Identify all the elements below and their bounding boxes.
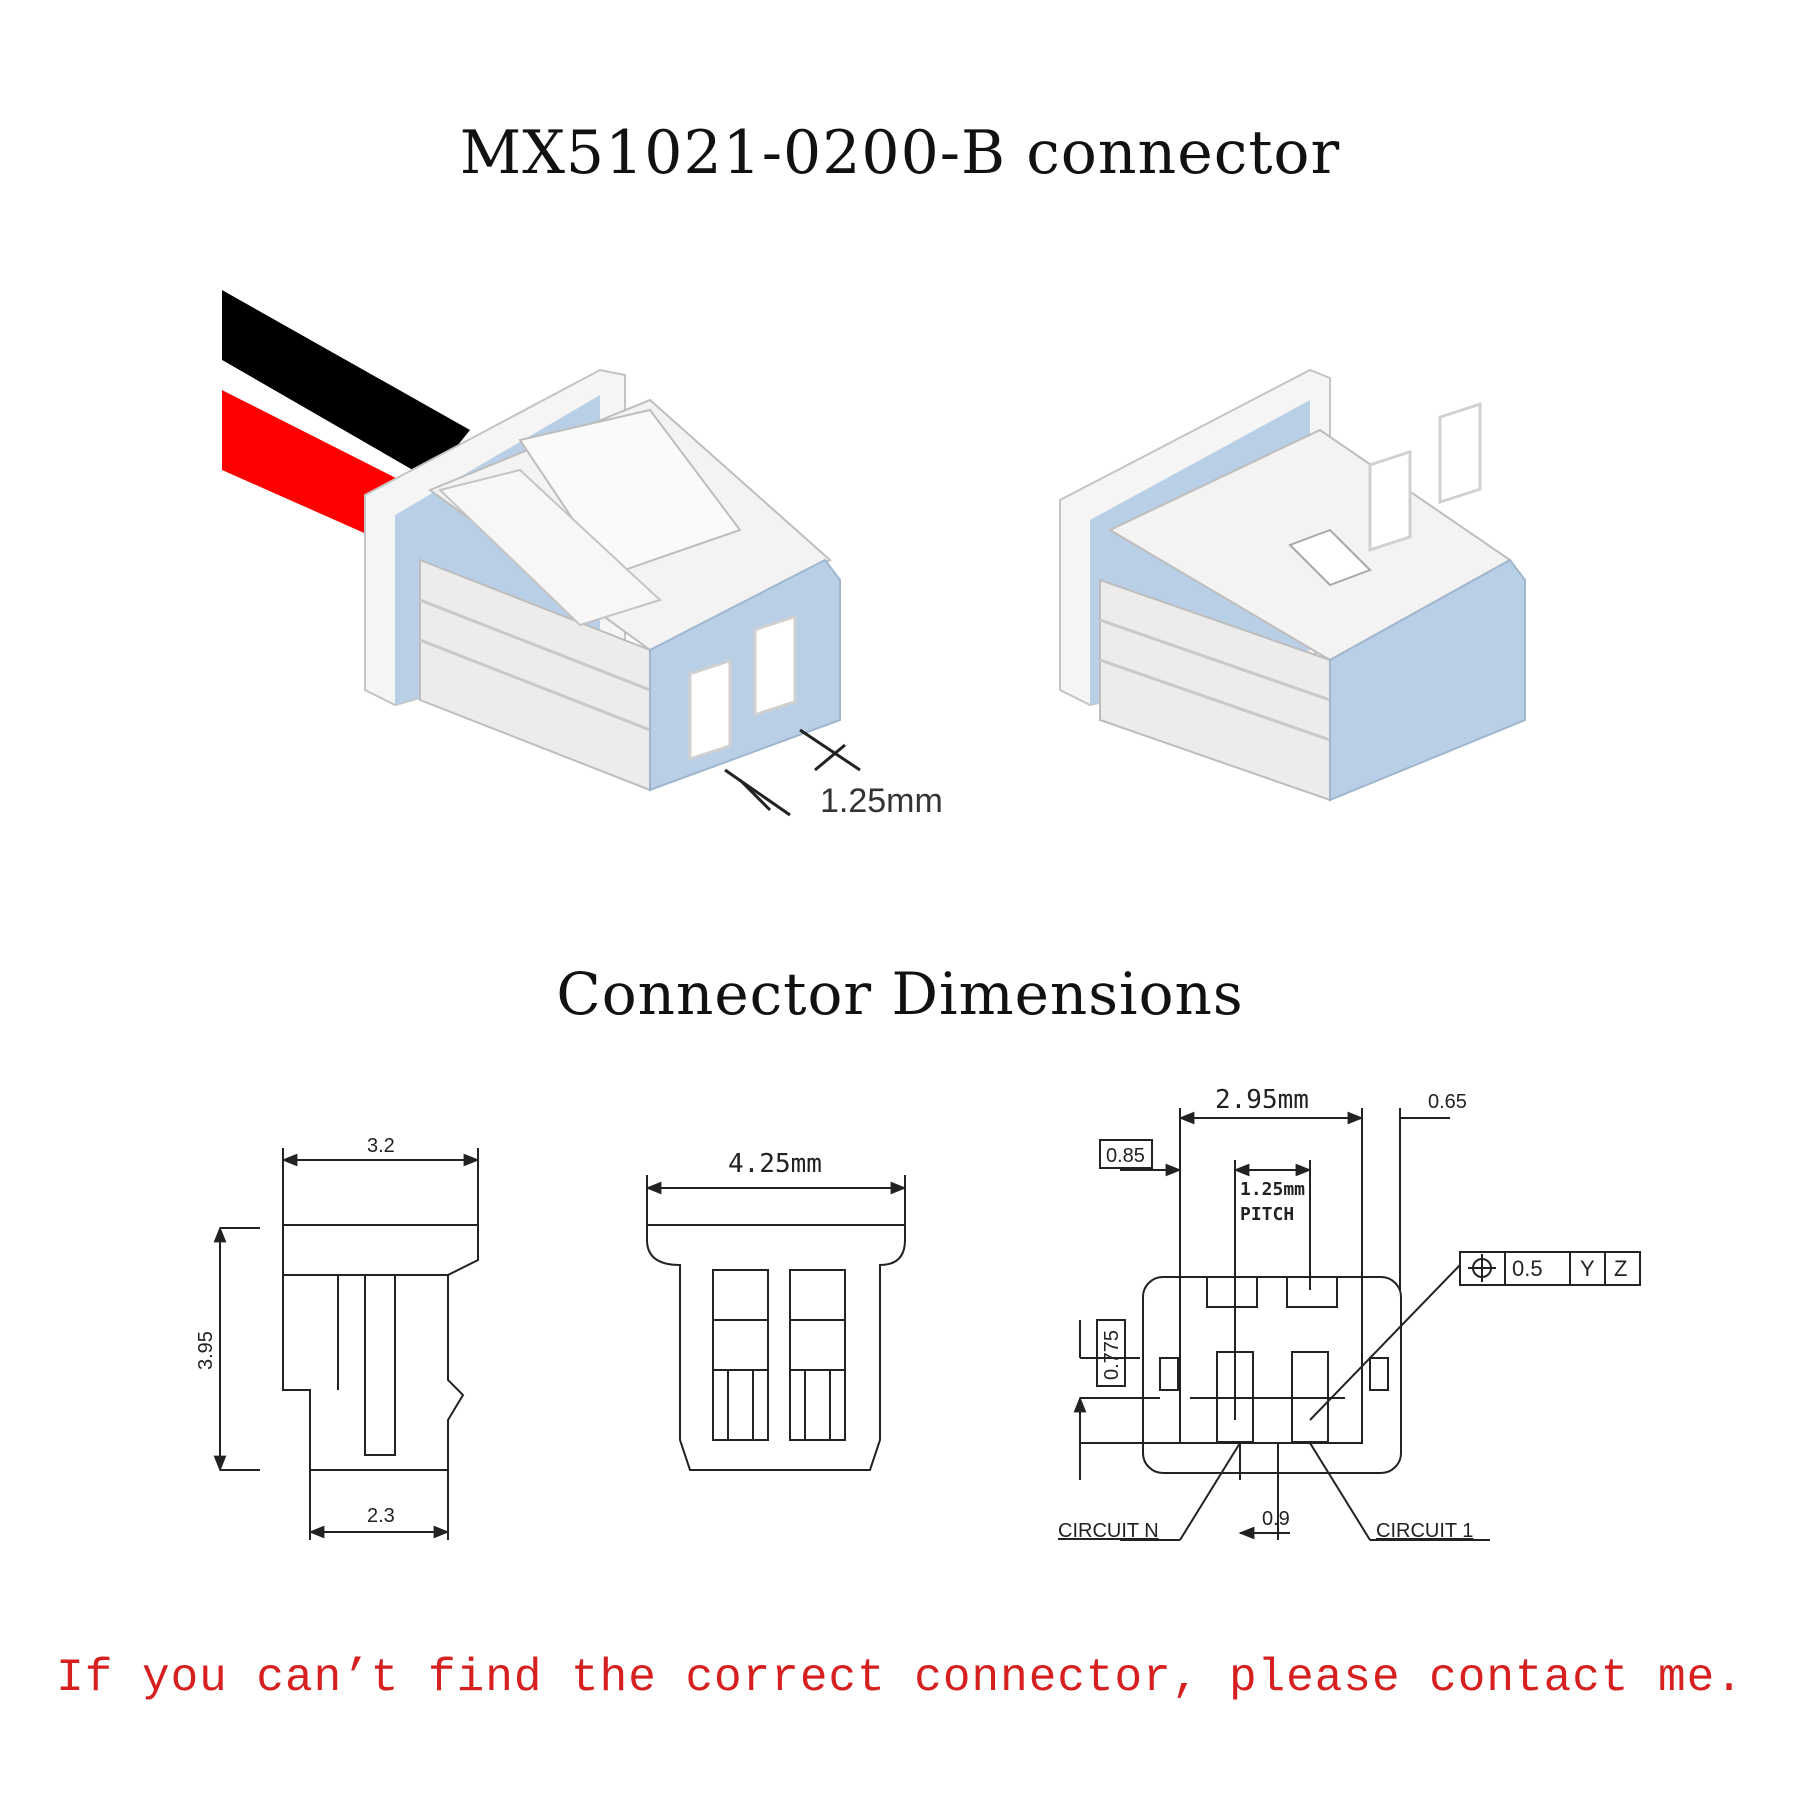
connector-illustration-right [1059, 368, 1526, 802]
page-title: MX51021-0200-B connector [459, 118, 1341, 188]
pitch-value: 1.25mm [1240, 1179, 1305, 1200]
circuit-n-label: CIRCUIT N [1058, 1520, 1159, 1542]
top-width: 2.95mm [1215, 1085, 1309, 1115]
section-title: Connector Dimensions [556, 960, 1244, 1028]
pitch-label: 1.25mm [820, 782, 943, 820]
contact-note: If you can’t find the correct connector,… [56, 1652, 1744, 1704]
black-wire [222, 290, 470, 480]
connector-illustration-left: 1.25mm [222, 290, 943, 820]
front-width: 4.25mm [728, 1149, 822, 1179]
datum-z: Z [1614, 1256, 1627, 1281]
front-view-drawing [645, 1175, 907, 1471]
top-offset-right: 0.65 [1428, 1091, 1467, 1113]
side-height: 3.95 [195, 1331, 217, 1370]
tolerance-value: 0.5 [1512, 1256, 1543, 1281]
bottom-gap: 0.9 [1262, 1508, 1290, 1530]
top-view-drawing [1073, 1108, 1641, 1541]
red-wire [222, 390, 400, 540]
circuit-1-label: CIRCUIT 1 [1376, 1520, 1473, 1542]
side-width-bottom: 2.3 [367, 1505, 395, 1527]
pitch-word: PITCH [1240, 1204, 1294, 1225]
datum-y: Y [1580, 1256, 1595, 1281]
top-offset-left: 0.85 [1106, 1145, 1145, 1167]
side-view-drawing [213, 1148, 480, 1540]
side-width-top: 3.2 [367, 1135, 395, 1157]
height-offset: 0.775 [1101, 1330, 1123, 1380]
